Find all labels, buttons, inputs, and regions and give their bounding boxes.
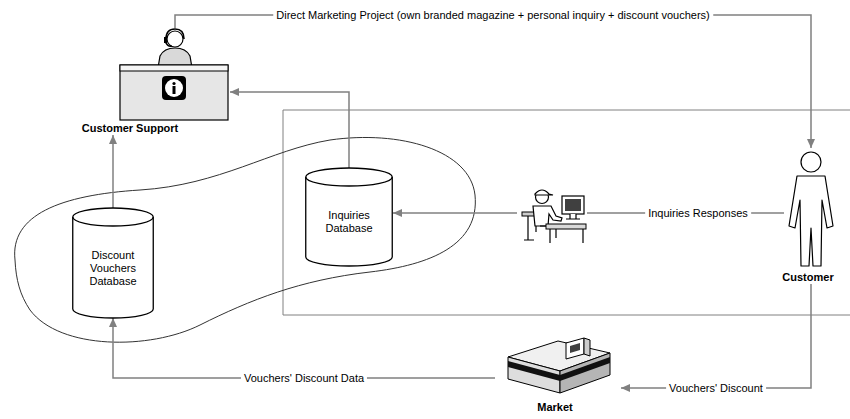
info-stem: [173, 86, 176, 94]
flow-connector: [621, 284, 811, 388]
support-desk: [120, 65, 228, 120]
connector-label: Inquiries Responses: [645, 207, 751, 220]
flow-connector: [230, 92, 349, 168]
operator-body: [533, 206, 562, 226]
agent-head: [167, 31, 183, 47]
agent-earpiece: [164, 37, 167, 43]
market-store: Market: [495, 335, 621, 414]
arrow-head: [393, 209, 402, 217]
node-label: Market: [495, 401, 615, 414]
info-badge: [162, 76, 186, 100]
person-shape: [772, 148, 850, 284]
cs-shape: [80, 28, 230, 135]
operator-screen: [565, 199, 581, 211]
flow-connector: [112, 135, 114, 208]
operator-ground: [517, 186, 587, 244]
operator-cap: [535, 190, 553, 195]
support-desk-top: [120, 65, 228, 71]
database-label: Inquiries Database: [311, 209, 387, 235]
database-cylinder: Discount Vouchers Database: [72, 208, 154, 318]
operator-monitor: [562, 196, 584, 214]
arrow-head: [109, 135, 117, 144]
market-front: [508, 357, 560, 393]
arrow-head: [230, 88, 239, 96]
info-ring: [165, 79, 183, 97]
node-label: Customer: [772, 271, 844, 284]
customer-figure: [789, 152, 833, 266]
operator-monitor-stand: [566, 214, 580, 219]
market-stripe: [560, 357, 610, 381]
customer-support-station: Customer Support: [80, 28, 230, 135]
info-dot: [172, 82, 175, 85]
data-region-blob: [15, 137, 476, 342]
node-label: Customer Support: [80, 122, 180, 135]
market-box: [508, 338, 610, 393]
arrow-head: [621, 384, 630, 392]
connector-label: Vouchers' Discount: [666, 382, 766, 395]
arrow-head: [807, 139, 815, 148]
database-cylinder: Inquiries Database: [305, 168, 393, 266]
market-booth: [566, 338, 584, 359]
cylinder-body: [306, 168, 393, 266]
market-booth-side: [584, 338, 590, 356]
cylinder-rim: [73, 217, 154, 226]
market-booth-window: [570, 343, 580, 353]
operator-desk: [546, 224, 586, 229]
connector-label: Vouchers' Discount Data: [241, 372, 367, 385]
market-stripe: [508, 361, 560, 381]
cylinder-body: [73, 208, 154, 318]
department-frame: [283, 110, 850, 315]
flow-connector: [113, 318, 495, 378]
customer-actor: Customer: [772, 148, 850, 284]
agent-headset: [166, 29, 184, 39]
customer-head: [801, 152, 821, 172]
customer-body: [789, 176, 833, 266]
database-label: Discount Vouchers Database: [78, 249, 148, 288]
flow-connector: [175, 15, 811, 148]
arrow-head: [109, 318, 117, 327]
operator-desk-legs: [550, 229, 583, 243]
connector-label: Direct Marketing Project (own branded ma…: [273, 9, 713, 22]
cylinder-rim: [306, 177, 393, 186]
